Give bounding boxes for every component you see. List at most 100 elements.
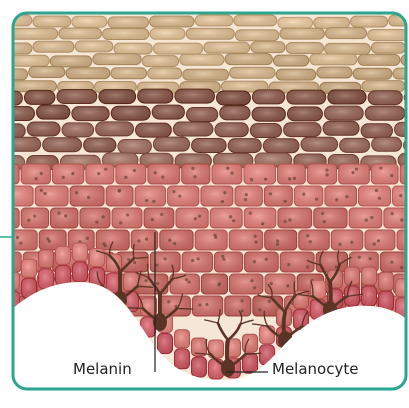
- basal-upper-cell-shade: [73, 243, 88, 261]
- melanin-granule: [197, 257, 200, 260]
- melanin-granule: [358, 256, 361, 259]
- spinous-cell-shade: [131, 230, 158, 250]
- corneum-cell-shade: [66, 68, 110, 79]
- melanin-granule: [240, 299, 243, 302]
- corneum-cell-shade: [314, 17, 350, 28]
- melanin-granule: [154, 171, 157, 174]
- basal-cell-shade: [73, 262, 88, 282]
- spinous-cell-shade: [339, 164, 370, 184]
- pigmented-cell-shade: [2, 107, 35, 121]
- spinous-cell-shade: [21, 208, 48, 228]
- melanin-granule: [390, 261, 393, 264]
- melanin-granule: [133, 261, 136, 264]
- corneum-cell-shade: [72, 16, 107, 27]
- pigmented-cell-shade: [111, 106, 150, 120]
- melanin-granule: [223, 191, 226, 194]
- corneum-cell-shade: [325, 28, 366, 39]
- pigmented-cell-shade: [135, 123, 171, 137]
- pigmented-cell-shade: [250, 123, 281, 137]
- melanin-granule: [379, 166, 382, 169]
- basal-upper-cell-shade: [22, 259, 37, 277]
- spinous-cell-shade: [0, 208, 19, 228]
- melanin-granule: [160, 213, 163, 216]
- corneum-cell-shade: [103, 29, 149, 40]
- spinous-cell-shade: [244, 208, 276, 228]
- corneum-cell-shade: [0, 43, 32, 54]
- basal-upper-cell-shade: [39, 250, 54, 268]
- pigmented-cell-shade: [263, 139, 299, 153]
- basal-cell-shade: [175, 349, 190, 369]
- melanin-granule: [104, 168, 107, 171]
- melanin-granule: [265, 258, 268, 261]
- melanin-granule: [269, 192, 272, 195]
- melanin-granule: [19, 242, 22, 245]
- melanin-granule: [1, 168, 4, 171]
- spinous-cell-shade: [0, 164, 19, 184]
- pigmented-cell-shade: [287, 90, 326, 104]
- melanin-granule: [369, 257, 372, 260]
- basal-cell-shade: [192, 357, 207, 377]
- pigmented-cell-shade: [361, 124, 392, 138]
- corneum-cell-shade: [186, 28, 234, 39]
- melanin-granule: [168, 239, 171, 242]
- melanin-granule: [145, 199, 148, 202]
- spinous-cell-shade: [229, 230, 262, 250]
- corneum-cell-shade: [225, 54, 272, 65]
- melanin-granule: [187, 281, 190, 284]
- melanin-granule: [232, 219, 235, 222]
- spinous-cell-shade: [307, 164, 336, 184]
- melanocyte-dendrite: [227, 340, 228, 368]
- melanin-granule: [86, 237, 89, 240]
- spinous-cell-shade: [210, 208, 242, 228]
- spinous-cell-shade: [214, 252, 242, 272]
- corneum-cell-shade: [33, 16, 71, 27]
- melanin-granule: [253, 286, 256, 289]
- pigmented-cell-shade: [287, 107, 322, 121]
- corneum-cell-shade: [358, 54, 400, 65]
- spinous-cell-shade: [230, 274, 263, 294]
- spinous-cell-shade: [182, 252, 212, 272]
- corneum-cell-shade: [351, 16, 388, 27]
- corneum-cell-shade: [183, 69, 229, 80]
- melanin-granule: [268, 300, 271, 303]
- corneum-cell-shade: [371, 42, 405, 53]
- spinous-cell-shade: [314, 208, 347, 228]
- spinous-cell-shade: [265, 274, 295, 294]
- spinous-cell-shade: [4, 186, 33, 206]
- spinous-cell-shade: [244, 164, 276, 184]
- pigmented-cell-shade: [138, 89, 173, 103]
- corneum-cell-shade: [150, 28, 185, 39]
- melanin-granule: [27, 219, 30, 222]
- melanin-granule: [167, 300, 170, 303]
- basal-cell-shade: [158, 334, 173, 354]
- spinous-cell-shade: [182, 164, 210, 184]
- pigmented-cell-shade: [284, 123, 321, 137]
- melanin-granule: [400, 266, 403, 269]
- spinous-cell-shade: [148, 164, 180, 184]
- melanin-granule: [250, 178, 253, 181]
- melanin-granule: [284, 200, 287, 203]
- pigmented-cell-shade: [192, 138, 227, 152]
- pigmented-cell-shade: [43, 138, 82, 152]
- spinous-cell-shade: [21, 164, 50, 184]
- melanocyte-dendrite: [177, 308, 192, 309]
- corneum-cell-shade: [234, 15, 277, 26]
- melanin-granule: [288, 218, 291, 221]
- spinous-cell-shade: [96, 230, 129, 250]
- melanin-granule: [222, 258, 225, 261]
- corneum-cell-shade: [148, 68, 182, 79]
- melanin-granule: [16, 236, 19, 239]
- melanin-granule: [338, 243, 341, 246]
- pigmented-cell-shade: [365, 106, 404, 120]
- melanin-granule: [40, 189, 43, 192]
- spinous-cell-shade: [4, 230, 37, 250]
- corneum-cell-shade: [75, 41, 113, 52]
- spinous-cell-shade: [299, 230, 330, 250]
- melanin-granule: [198, 215, 201, 218]
- melanin-granule: [172, 190, 175, 193]
- corneum-cell-shade: [180, 54, 225, 65]
- spinous-cell-shade: [144, 208, 174, 228]
- pigmented-cell-shade: [152, 105, 184, 119]
- melanin-granule: [71, 172, 74, 175]
